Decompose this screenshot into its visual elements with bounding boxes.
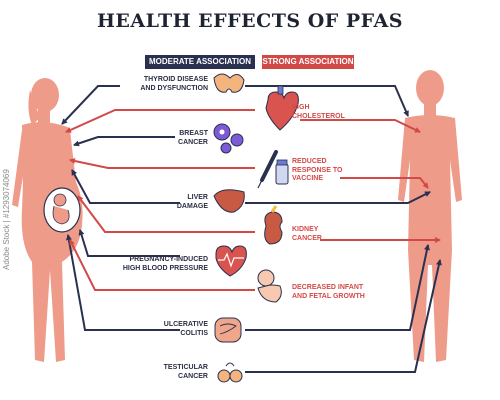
diagram-title: HEALTH EFFECTS OF PFAS xyxy=(96,10,403,32)
effect-label-line: VACCINE xyxy=(292,175,323,182)
watermark-id: Adobe Stock | #1293074069 xyxy=(2,169,11,270)
testicles-icon xyxy=(217,362,243,383)
effect-label-line: CANCER xyxy=(178,138,208,146)
intestine-icon xyxy=(214,317,242,343)
effect-label-vaccine-response: REDUCED RESPONSE TO VACCINE xyxy=(292,158,392,184)
strong-connectors xyxy=(65,109,441,291)
female-silhouette xyxy=(12,78,83,362)
effect-label-line: RESPONSE TO xyxy=(292,166,343,174)
effect-label-line: HIGH BLOOD PRESSURE xyxy=(122,264,208,272)
effect-label-line: HIGH xyxy=(292,104,310,111)
fetus-icon xyxy=(43,187,81,233)
effect-label-pregnancy-blood-pressure: PREGNANCY-INDUCED HIGH BLOOD PRESSURE xyxy=(100,256,208,273)
kidney-icon xyxy=(264,205,283,245)
effect-label-ulcerative-colitis: ULCERATIVE COLITIS xyxy=(100,321,208,338)
effect-label-line: CANCER xyxy=(292,234,322,242)
effect-label-line: REDUCED xyxy=(292,158,327,165)
effect-label-line: PREGNANCY-INDUCED xyxy=(129,256,208,263)
effect-label-line: ULCERATIVE xyxy=(163,321,208,328)
moderate-connectors xyxy=(61,85,442,373)
effect-label-fetal-growth: DECREASED INFANT AND FETAL GROWTH xyxy=(292,284,402,301)
effect-label-liver-damage: LIVER DAMAGE xyxy=(100,194,208,211)
effect-label-line: TESTICULAR xyxy=(163,364,208,371)
thyroid-icon xyxy=(213,73,245,93)
effect-label-line: AND DYSFUNCTION xyxy=(140,84,208,92)
heart-pulse-icon xyxy=(215,245,247,277)
legend-strong-association: STRONG ASSOCIATION xyxy=(262,55,354,69)
legend-moderate-association: MODERATE ASSOCIATION xyxy=(145,55,255,69)
effect-label-line: LIVER xyxy=(187,194,208,201)
effect-label-line: DAMAGE xyxy=(176,202,208,210)
effect-label-line: BREAST xyxy=(179,130,208,137)
effect-label-thyroid: THYROID DISEASE AND DYSFUNCTION xyxy=(100,76,208,93)
effect-label-high-cholesterol: HIGH CHOLESTEROL xyxy=(292,104,392,121)
breast-cancer-cells-icon xyxy=(213,123,244,154)
heart-icon xyxy=(265,85,299,131)
effect-label-line: DECREASED INFANT xyxy=(292,284,364,291)
effect-label-breast-cancer: BREAST CANCER xyxy=(100,130,208,147)
effect-label-line: COLITIS xyxy=(180,329,208,337)
infant-icon xyxy=(257,269,282,303)
effect-label-line: KIDNEY xyxy=(292,226,319,233)
effect-label-testicular-cancer: TESTICULAR CANCER xyxy=(100,364,208,381)
liver-icon xyxy=(213,189,245,213)
vaccine-syringe-icon xyxy=(257,150,289,189)
effect-label-kidney-cancer: KIDNEY CANCER xyxy=(292,226,392,243)
male-silhouette xyxy=(398,70,462,362)
effect-label-line: AND FETAL GROWTH xyxy=(292,292,365,300)
effect-label-line: CANCER xyxy=(178,372,208,380)
effect-label-line: THYROID DISEASE xyxy=(143,76,208,83)
effect-label-line: CHOLESTEROL xyxy=(292,112,345,120)
